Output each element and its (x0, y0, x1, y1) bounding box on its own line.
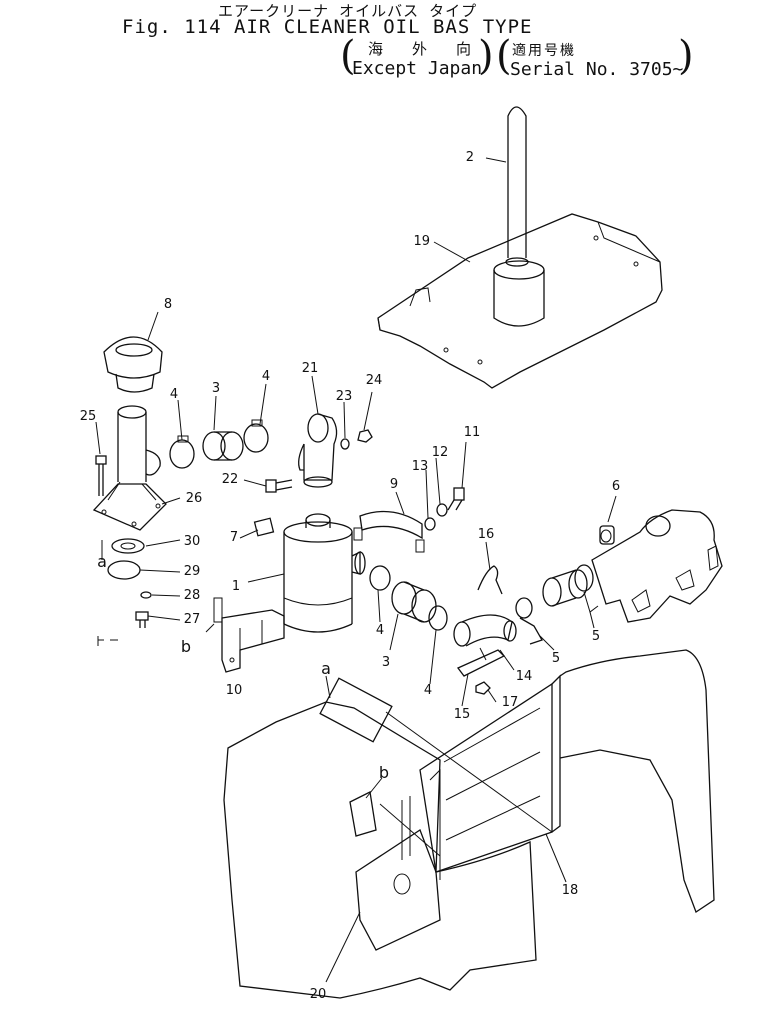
callout-1: 1 (232, 579, 240, 594)
gasket-30-part (111, 538, 145, 554)
ref-a-lower: a (321, 659, 331, 678)
nut-24-part (357, 429, 373, 443)
callout-16: 16 (478, 527, 495, 542)
callout-3b: 3 (382, 655, 390, 670)
callout-20: 20 (310, 987, 327, 1002)
region-close-paren: ) (478, 33, 494, 79)
callout-25: 25 (80, 409, 97, 424)
serial-number-label: Serial No. 3705~ (510, 59, 684, 80)
region-open-paren: ( (340, 33, 356, 79)
bracket-10-part (213, 597, 285, 673)
region-label: Except Japan (352, 58, 483, 79)
callout-8: 8 (164, 297, 172, 312)
serial-close-paren: ) (678, 33, 694, 79)
callout-23: 23 (336, 389, 353, 404)
serial-open-paren: ( (496, 33, 512, 79)
callout-22: 22 (222, 472, 239, 487)
hose-3-lower-part (391, 581, 437, 623)
washer-28-part (140, 591, 152, 599)
hook-16-part (477, 565, 503, 595)
japanese-region-label: 海 外 向 (368, 40, 482, 58)
exhaust-pipe-part (493, 106, 545, 327)
intake-manifold-part (591, 509, 723, 623)
bolt-27-part (135, 611, 149, 628)
callout-9: 9 (390, 477, 398, 492)
callout-5a: 5 (552, 651, 560, 666)
callout-7: 7 (230, 530, 238, 545)
elbow-21-part (298, 413, 338, 488)
callout-14: 14 (516, 669, 533, 684)
ref-b-lower: b (379, 763, 389, 782)
precleaner-cap-part (103, 336, 163, 393)
callout-5b: 5 (592, 629, 600, 644)
elbow-14-part (453, 614, 517, 647)
hose-3-upper-part (202, 431, 244, 461)
plug-6-part (599, 525, 615, 545)
callout-13: 13 (412, 459, 429, 474)
callout-4d: 4 (424, 683, 432, 698)
callout-18: 18 (562, 883, 579, 898)
tag-7-part (253, 517, 275, 537)
callout-19: 19 (413, 234, 430, 249)
callout-3a: 3 (212, 381, 220, 396)
callout-4b: 4 (262, 369, 270, 384)
callout-21: 21 (302, 361, 319, 376)
clamp-4-upper-right-part (243, 419, 269, 453)
inlet-stack-part (92, 405, 167, 531)
cleaner-mount-plate-part (319, 677, 393, 743)
clamp-4-lower-left-part (369, 565, 391, 591)
plate-29-part (107, 560, 141, 580)
callout-24: 24 (366, 373, 383, 388)
japanese-title: エアークリーナ オイルバス タイプ (218, 2, 478, 20)
callout-26: 26 (186, 491, 203, 506)
callout-17: 17 (502, 695, 519, 710)
callout-4c: 4 (376, 623, 384, 638)
callout-30: 30 (184, 534, 201, 549)
callout-2: 2 (466, 150, 474, 165)
callout-10: 10 (226, 683, 243, 698)
intake-hose-part (542, 569, 588, 607)
hood-panel-part (377, 213, 663, 389)
ref-a-upper: a (97, 552, 107, 571)
figure-title: Fig. 114 AIR CLEANER OIL BAS TYPE (122, 16, 533, 38)
callout-11: 11 (464, 425, 481, 440)
bolt-22-part (265, 479, 293, 493)
callout-27: 27 (184, 612, 201, 627)
washer-13-part (424, 517, 436, 531)
panel-20-part (355, 829, 441, 951)
callout-15: 15 (454, 707, 471, 722)
machine-body-part (223, 677, 537, 999)
bolt-11-part (447, 487, 465, 511)
bolt-25-part (95, 455, 107, 496)
clamp-4-upper-left-part (169, 435, 195, 469)
callout-6: 6 (612, 479, 620, 494)
side-panel-18-part (419, 649, 715, 913)
ref-b-upper: b (181, 637, 191, 656)
clamp-5-lower-part (515, 597, 543, 645)
callout-4a: 4 (170, 387, 178, 402)
bracket-15-part (456, 647, 506, 677)
washer-12-part (436, 503, 448, 517)
japanese-serial-label: 適用号機 (512, 43, 576, 59)
band-9-part (353, 510, 425, 553)
bracket-mount-b-part (349, 791, 377, 837)
callout-29: 29 (184, 564, 201, 579)
washer-23-part (340, 438, 350, 450)
callout-28: 28 (184, 588, 201, 603)
callout-12: 12 (432, 445, 449, 460)
air-cleaner-body-part (283, 513, 366, 633)
clamp-4-lower-right-part (428, 605, 448, 631)
nut-17-part (475, 681, 491, 695)
